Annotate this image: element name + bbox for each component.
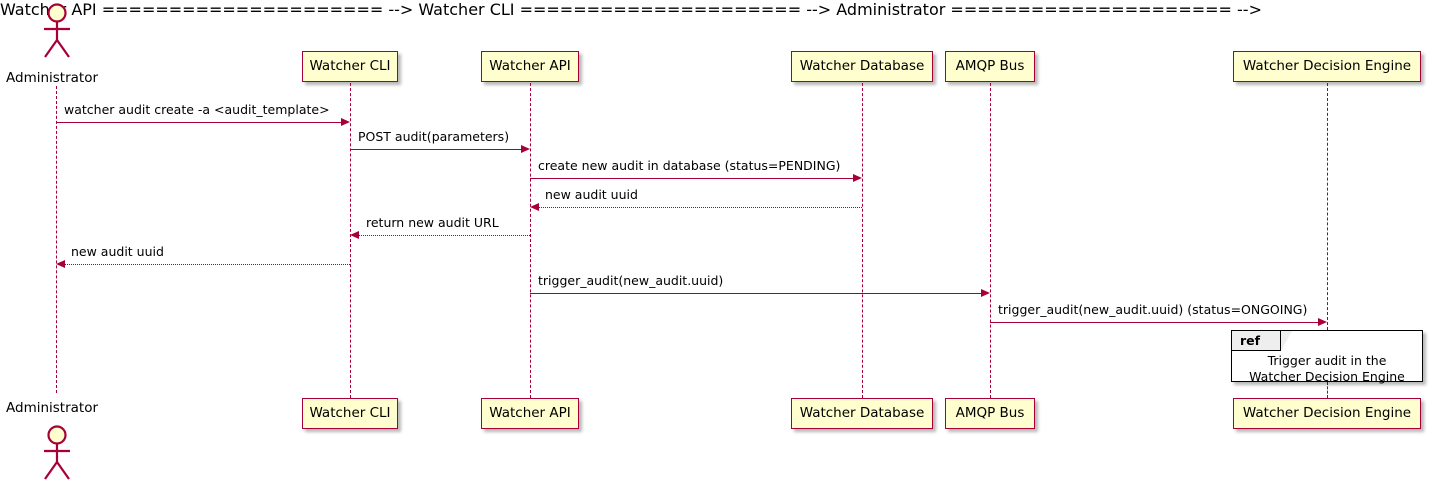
message-7-arrowhead (981, 288, 990, 297)
message-1-label: watcher audit create -a <audit_template> (64, 102, 330, 117)
message-6-arrowhead (56, 259, 65, 268)
lifeline-administrator (56, 86, 57, 393)
message-5-arrowhead (350, 230, 359, 239)
participant-watcher-api-bottom[interactable]: Watcher API (481, 398, 579, 429)
participant-watcher-database-bottom[interactable]: Watcher Database (791, 398, 933, 429)
ref-fragment-line-2: Watcher Decision Engine (1249, 369, 1405, 384)
message-4-arrowhead (530, 202, 539, 211)
lifeline-watcher-api (530, 83, 531, 398)
participant-watcher-api-top[interactable]: Watcher API (481, 51, 579, 82)
actor-administrator-bottom-icon (36, 424, 78, 486)
message-1-line (56, 122, 342, 123)
lifeline-watcher-cli (350, 83, 351, 398)
ref-fragment-keyword: ref (1232, 331, 1281, 351)
message-8-line (990, 322, 1319, 323)
message-7-label: trigger_audit(new_audit.uuid) (538, 273, 724, 288)
message-8-arrowhead (1318, 317, 1327, 326)
participant-amqp-bus-top[interactable]: AMQP Bus (945, 51, 1035, 82)
lifeline-watcher-decision-engine-upper (1327, 83, 1328, 330)
actor-administrator-top-label: Administrator (6, 70, 99, 86)
participant-amqp-bus-top-label: AMQP Bus (955, 57, 1025, 74)
participant-watcher-cli-bottom-label: Watcher CLI (309, 404, 391, 421)
participant-amqp-bus-bottom-label: AMQP Bus (955, 404, 1025, 421)
message-2-arrowhead (521, 144, 530, 153)
lifeline-watcher-database (862, 83, 863, 398)
message-4-label: new audit uuid (545, 187, 638, 202)
message-6-label: new audit uuid (71, 244, 164, 259)
message-3-line (530, 178, 854, 179)
message-1-arrowhead (341, 117, 350, 126)
participant-watcher-decision-engine-top[interactable]: Watcher Decision Engine (1233, 51, 1421, 82)
lifeline-watcher-decision-engine-lower (1327, 382, 1328, 398)
message-6-line (65, 264, 350, 265)
participant-amqp-bus-bottom[interactable]: AMQP Bus (945, 398, 1035, 429)
message-5-label: return new audit URL (366, 215, 499, 230)
message-5-line (359, 235, 530, 236)
participant-watcher-cli-top[interactable]: Watcher CLI (302, 51, 398, 82)
participant-watcher-cli-bottom[interactable]: Watcher CLI (302, 398, 398, 429)
message-3-label: create new audit in database (status=PEN… (538, 158, 841, 173)
actor-administrator-top-icon (36, 2, 78, 64)
participant-watcher-decision-engine-bottom[interactable]: Watcher Decision Engine (1233, 398, 1421, 429)
participant-watcher-database-top[interactable]: Watcher Database (791, 51, 933, 82)
participant-watcher-cli-top-label: Watcher CLI (309, 57, 391, 74)
participant-watcher-decision-engine-top-label: Watcher Decision Engine (1242, 57, 1412, 74)
participant-watcher-api-top-label: Watcher API (489, 57, 571, 74)
actor-administrator-bottom-label: Administrator (6, 400, 99, 416)
ref-fragment: ref Trigger audit in the Watcher Decisio… (1231, 330, 1423, 384)
message-8-label: trigger_audit(new_audit.uuid) (status=ON… (998, 302, 1308, 317)
message-2-label: POST audit(parameters) (358, 129, 510, 144)
participant-watcher-decision-engine-bottom-label: Watcher Decision Engine (1242, 404, 1412, 421)
participant-watcher-database-top-label: Watcher Database (799, 57, 925, 74)
participant-watcher-database-bottom-label: Watcher Database (799, 404, 925, 421)
message-3-arrowhead (853, 173, 862, 182)
message-7-line (530, 293, 982, 294)
message-2-line (350, 149, 522, 150)
lifeline-amqp-bus (990, 83, 991, 398)
ref-fragment-line-1: Trigger audit in the (1267, 353, 1387, 368)
ref-tab-corner-icon (1281, 331, 1292, 351)
participant-watcher-api-bottom-label: Watcher API (489, 404, 571, 421)
message-4-line (539, 207, 862, 208)
